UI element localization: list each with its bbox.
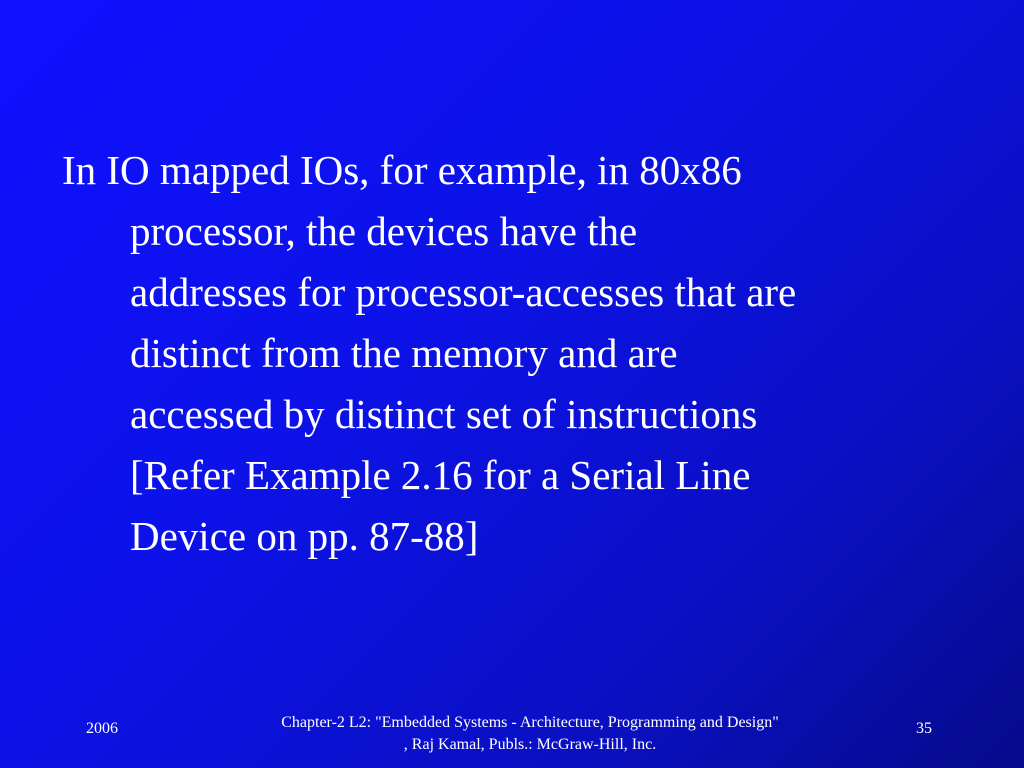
footer-year: 2006 — [86, 720, 118, 737]
footer-page-number: 35 — [916, 720, 932, 737]
footer-citation: Chapter-2 L2: "Embedded Systems - Archit… — [281, 714, 779, 753]
slide-body-text: In IO mapped IOs, for example, in 80x86 … — [62, 147, 797, 559]
